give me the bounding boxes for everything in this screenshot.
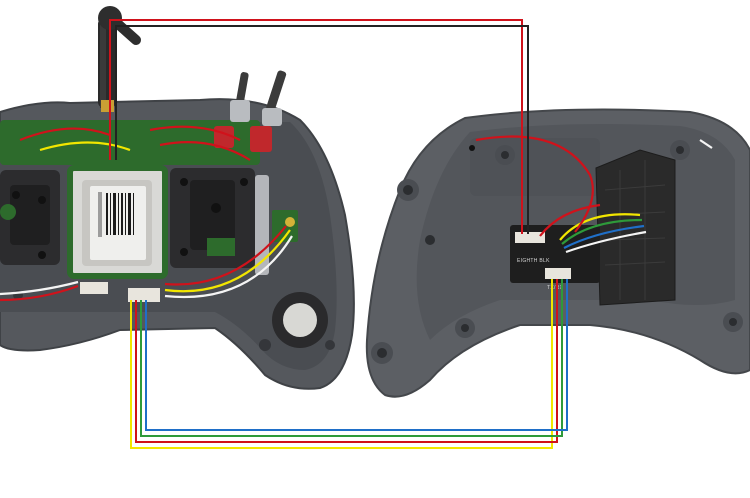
overlay-wire-red-top [109, 19, 523, 234]
rf-module [67, 165, 168, 279]
bottom-connector-mid [128, 288, 160, 302]
toggle-switches [214, 70, 287, 152]
overlay-wire-blue [145, 279, 568, 431]
left-controller [0, 6, 355, 390]
screw-bosses-right [371, 140, 743, 364]
overlay-wires-top [109, 19, 529, 234]
bottom-connector-left [80, 282, 108, 294]
overlay-wires-bottom [130, 279, 568, 449]
receiver-label-top: EIGHTH BLK [517, 258, 550, 264]
receiver-board: EIGHTH BLK TX/RX [510, 225, 600, 291]
left-gimbal [0, 170, 60, 265]
receiver-wires [469, 135, 713, 254]
grip-block [470, 138, 600, 196]
receiver-connector-bottom [545, 268, 571, 279]
overlay-wire-red-bottom [135, 279, 558, 443]
right-controller: EIGHTH BLK TX/RX [365, 108, 750, 398]
overlay-wire-green [140, 279, 563, 437]
internal-wiring [0, 125, 293, 302]
receiver-connector-top [515, 232, 545, 243]
top-pcb-strip [0, 120, 260, 165]
barcode-label [106, 193, 134, 235]
overlay-wire-black-top [115, 25, 529, 234]
overlay-wire-yellow [130, 279, 553, 449]
receiver-label-bottom: TX/RX [547, 285, 564, 291]
